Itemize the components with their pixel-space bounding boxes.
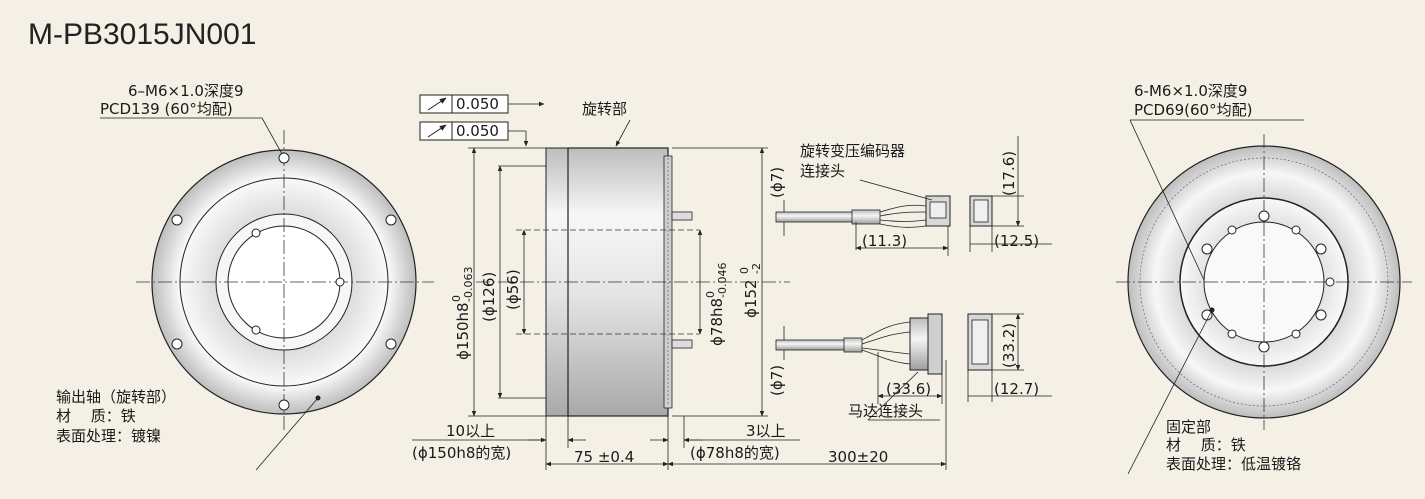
resolver-label-1: 旋转变压编码器 xyxy=(800,142,905,160)
right-surface: 表面处理：低温镀铬 xyxy=(1166,455,1301,473)
left-hole-spec-line2: PCD139 (60°均配) xyxy=(100,100,233,118)
inner-bolt-set xyxy=(251,228,345,335)
right-min-width: 3以上 xyxy=(746,422,786,440)
dia-78-tol-lo: -0.046 xyxy=(716,263,729,298)
resolver-label-2: 连接头 xyxy=(800,162,845,180)
runout-value-2: 0.050 xyxy=(456,122,499,140)
right-part-name: 固定部 xyxy=(1166,418,1211,436)
left-min-width: 10以上 xyxy=(446,422,495,440)
dia-78-tol-hi: 0 xyxy=(704,291,717,298)
dia-78-main: ϕ78h8 xyxy=(708,298,726,346)
body-length: 75 ±0.4 xyxy=(574,448,634,466)
connectors: 旋转变压编码器 连接头 (ϕ7) (11.3) (17.6) (12.5) (ϕ… xyxy=(768,136,1052,421)
right-min-note: (ϕ78h8的宽) xyxy=(690,444,780,462)
dia-126: (ϕ126) xyxy=(480,272,498,322)
resolver-cable-dia: (ϕ7) xyxy=(768,167,786,198)
dim-11-3: (11.3) xyxy=(862,232,907,250)
right-material: 材 质：铁 xyxy=(1166,436,1246,454)
rotating-part-label: 旋转部 xyxy=(582,100,627,118)
drawing-title: M-PB3015JN001 xyxy=(28,18,256,51)
right-hole-spec-line2: PCD69(60°均配) xyxy=(1134,101,1252,119)
dim-12-5: (12.5) xyxy=(994,232,1039,250)
resolver-cable xyxy=(775,211,857,223)
dia-152-main: ϕ152 xyxy=(742,279,760,318)
motor-cable xyxy=(775,339,847,351)
threaded-hole-set xyxy=(171,152,397,411)
side-view: 0.050 0.050 旋转部 ϕ150h8 0 -0.063 (ϕ126) (… xyxy=(412,94,947,470)
cable-length: 300±20 xyxy=(828,448,888,466)
dia-150-main: ϕ150h8 xyxy=(454,302,472,360)
fixed-outer-bolt-set xyxy=(1227,225,1335,339)
dia-152-tol-lo: -2 xyxy=(750,263,763,274)
dia-56: (ϕ56) xyxy=(504,269,522,310)
dim-33-2: (33.2) xyxy=(1000,323,1018,368)
left-part-name: 输出轴（旋转部） xyxy=(56,388,176,406)
left-material: 材 质：铁 xyxy=(56,407,136,425)
dia-150-tol-hi: 0 xyxy=(450,295,463,302)
dia-152-tol-hi: 0 xyxy=(738,267,751,274)
runout-value-1: 0.050 xyxy=(456,95,499,113)
fixed-hole-set xyxy=(1201,210,1327,353)
left-min-note: (ϕ150h8的宽) xyxy=(412,444,511,462)
left-end-view: 6–M6×1.0深度9 PCD139 (60°均配) 输出轴（旋转部） 材 质：… xyxy=(56,82,434,471)
dim-33-6: (33.6) xyxy=(886,380,931,398)
left-surface: 表面处理：镀镍 xyxy=(56,427,161,445)
dia-150-tol-lo: -0.063 xyxy=(462,267,475,302)
dim-17-6: (17.6) xyxy=(1000,151,1018,196)
right-end-view: 6-M6×1.0深度9 PCD69(60°均配) 固定部 材 质：铁 表面处理：… xyxy=(1116,82,1412,475)
motor-connector-label: 马达连接头 xyxy=(848,402,923,420)
left-hole-spec-line1: 6–M6×1.0深度9 xyxy=(128,82,244,100)
right-hole-spec-line1: 6-M6×1.0深度9 xyxy=(1134,82,1247,100)
dim-12-7: (12.7) xyxy=(994,380,1039,398)
motor-cable-dia: (ϕ7) xyxy=(768,365,786,396)
